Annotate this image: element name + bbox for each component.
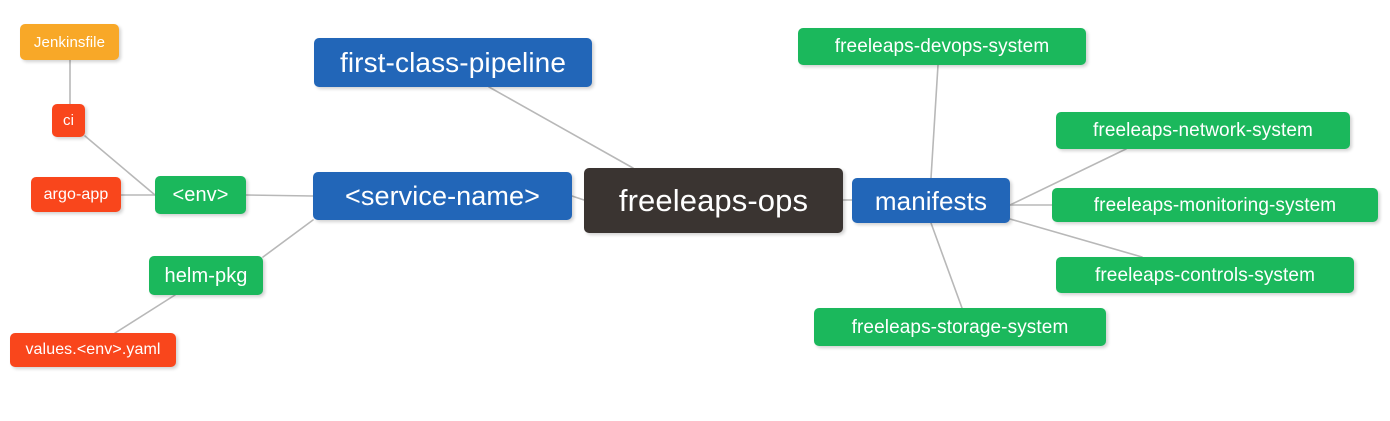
node-label-manifests: manifests xyxy=(874,185,988,216)
edge-first-class-pipeline-to-freeleaps-ops xyxy=(488,86,634,169)
edge-manifests-to-storage-system xyxy=(930,222,963,309)
mindmap-node-monitoring-system[interactable]: freeleaps-monitoring-system xyxy=(1052,188,1378,222)
node-label-storage-system: freeleaps-storage-system xyxy=(851,316,1069,338)
mindmap-node-network-system[interactable]: freeleaps-network-system xyxy=(1056,112,1350,149)
mindmap-node-controls-system[interactable]: freeleaps-controls-system xyxy=(1056,257,1354,293)
mindmap-node-values-env-yaml[interactable]: values.<env>.yaml xyxy=(10,333,176,367)
mindmap-node-jenkinsfile[interactable]: Jenkinsfile xyxy=(20,24,119,60)
edge-manifests-to-controls-system xyxy=(1009,218,1143,258)
node-label-service-name: <service-name> xyxy=(345,180,540,211)
node-label-devops-system: freeleaps-devops-system xyxy=(834,36,1050,57)
node-label-ci: ci xyxy=(62,112,75,129)
mindmap-node-helm-pkg[interactable]: helm-pkg xyxy=(149,256,263,295)
mindmap-node-freeleaps-ops[interactable]: freeleaps-ops xyxy=(584,168,843,233)
edge-helm-pkg-to-values-env-yaml xyxy=(114,294,176,334)
mindmap-node-ci[interactable]: ci xyxy=(52,104,85,137)
mindmap-node-manifests[interactable]: manifests xyxy=(852,178,1010,223)
mindmap-node-env[interactable]: <env> xyxy=(155,176,246,214)
node-label-argo-app: argo-app xyxy=(43,185,109,203)
node-label-jenkinsfile: Jenkinsfile xyxy=(33,33,106,51)
node-label-network-system: freeleaps-network-system xyxy=(1093,120,1313,141)
mindmap-node-devops-system[interactable]: freeleaps-devops-system xyxy=(798,28,1086,65)
edge-service-name-to-freeleaps-ops xyxy=(571,195,585,201)
mindmap-node-argo-app[interactable]: argo-app xyxy=(31,177,121,212)
node-label-controls-system: freeleaps-controls-system xyxy=(1094,264,1316,286)
edge-service-name-to-helm-pkg xyxy=(262,219,314,258)
node-label-helm-pkg: helm-pkg xyxy=(164,264,248,287)
mindmap-node-service-name[interactable]: <service-name> xyxy=(313,172,572,220)
node-label-values-env-yaml: values.<env>.yaml xyxy=(25,341,161,358)
node-label-env: <env> xyxy=(172,184,229,206)
mindmap-node-first-class-pipeline[interactable]: first-class-pipeline xyxy=(314,38,592,87)
node-label-monitoring-system: freeleaps-monitoring-system xyxy=(1093,194,1337,216)
node-label-first-class-pipeline: first-class-pipeline xyxy=(339,46,567,78)
node-label-freeleaps-ops: freeleaps-ops xyxy=(618,183,809,218)
edge-env-to-service-name xyxy=(245,194,314,197)
edge-manifests-to-devops-system xyxy=(930,64,939,179)
mindmap-node-storage-system[interactable]: freeleaps-storage-system xyxy=(814,308,1106,346)
